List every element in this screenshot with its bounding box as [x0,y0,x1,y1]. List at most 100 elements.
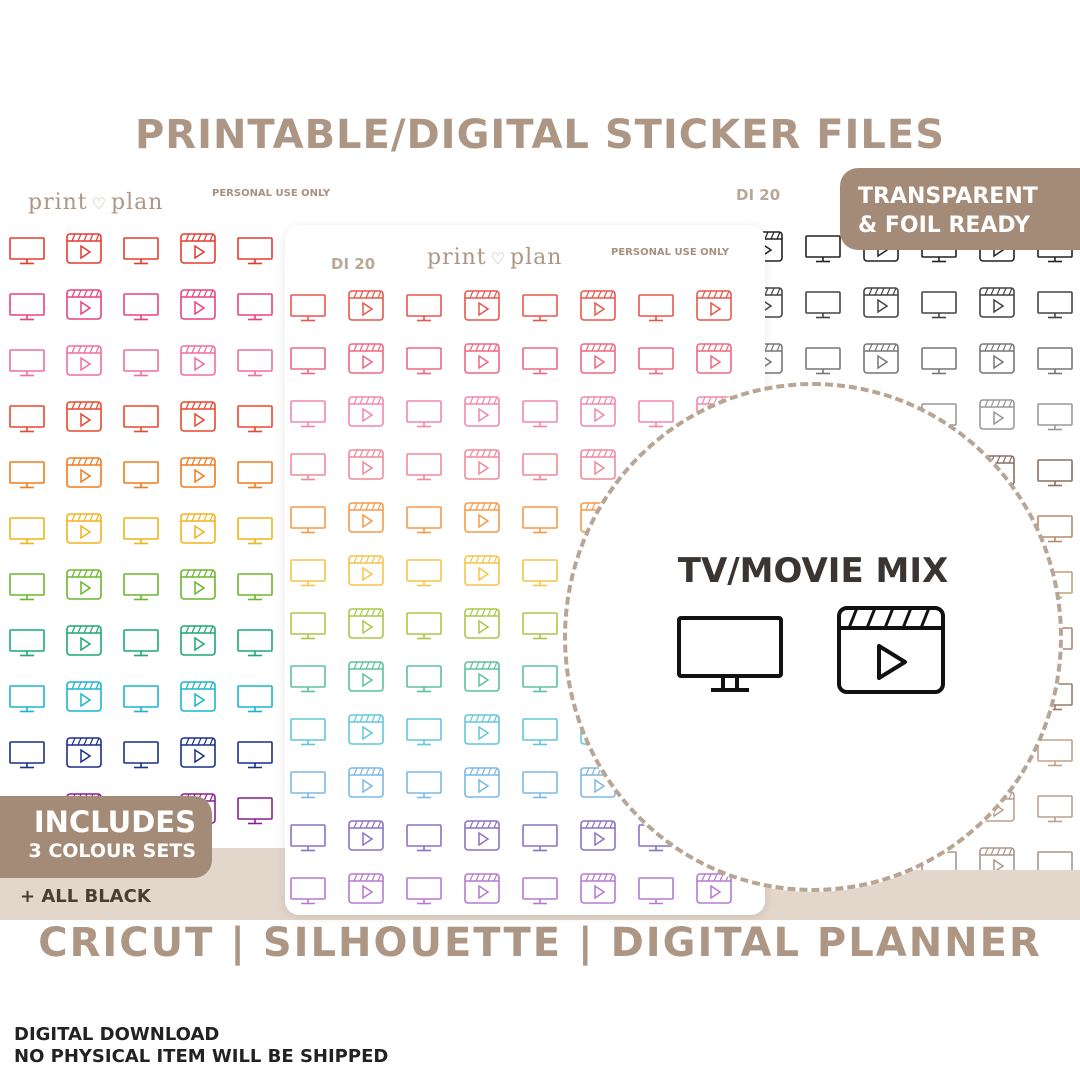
tv-sticker [522,771,558,799]
tv-sticker [522,877,558,905]
feature-title: TV/MOVIE MIX [677,551,949,591]
clapperboard-sticker [66,625,102,656]
tv-sticker [921,347,957,375]
sheet-code: DI 20 [736,186,781,204]
clapperboard-sticker [66,569,102,600]
tv-sticker [290,824,326,852]
clapperboard-sticker [979,287,1015,318]
clapperboard-sticker [580,396,616,427]
tv-sticker [123,237,159,265]
clapperboard-sticker [464,714,500,745]
tv-sticker [290,294,326,322]
tv-sticker [9,349,45,377]
clapperboard-sticker [348,343,384,374]
tv-sticker [123,293,159,321]
includes-badge: INCLUDES 3 COLOUR SETS [0,796,212,878]
tv-sticker [237,629,273,657]
clapperboard-sticker [66,345,102,376]
tv-sticker [290,400,326,428]
tv-sticker [123,517,159,545]
tv-sticker [638,877,674,905]
all-black-label: + ALL BLACK [20,886,151,907]
clapperboard-sticker [66,681,102,712]
clapperboard-sticker [66,233,102,264]
clapperboard-sticker [348,449,384,480]
tv-sticker [290,453,326,481]
tv-sticker [522,347,558,375]
sheet-brand: print♡plan [28,190,164,215]
clapperboard-sticker [348,608,384,639]
no-physical-item-label: NO PHYSICAL ITEM WILL BE SHIPPED [14,1046,389,1067]
clapperboard-sticker [66,737,102,768]
tv-sticker [406,400,442,428]
tv-sticker [522,612,558,640]
clapperboard-sticker [464,767,500,798]
transparent-label-line2: & FOIL READY [858,213,1031,238]
clapperboard-sticker [348,555,384,586]
clapperboard-sticker [863,287,899,318]
clapperboard-sticker [464,396,500,427]
clapperboard-sticker [464,873,500,904]
clapperboard-sticker [180,625,216,656]
tv-sticker [290,559,326,587]
clapperboard-sticker [180,513,216,544]
clapperboard-sticker [180,681,216,712]
clapperboard-sticker [348,873,384,904]
tv-sticker [522,665,558,693]
tv-sticker [805,235,841,263]
tv-sticker [638,294,674,322]
clapperboard-sticker [464,343,500,374]
tv-sticker [123,573,159,601]
clapperboard-sticker [979,399,1015,430]
clapperboard-sticker [348,290,384,321]
tv-sticker [1037,795,1073,823]
sheet-code: DI 20 [331,255,376,273]
tv-sticker [290,771,326,799]
tv-sticker [9,517,45,545]
clapperboard-sticker [464,290,500,321]
tv-sticker [638,347,674,375]
tv-sticker [522,294,558,322]
tv-sticker [406,824,442,852]
clapperboard-sticker [979,343,1015,374]
tv-sticker [406,665,442,693]
sticker-sheet-rainbow: print♡plan PERSONAL USE ONLY [0,168,330,848]
tv-sticker [237,685,273,713]
tv-sticker [123,461,159,489]
sheet-brand: print♡plan [427,245,563,270]
tv-sticker [522,453,558,481]
tv-sticker [1037,291,1073,319]
clapperboard-sticker [580,343,616,374]
tv-sticker [406,771,442,799]
clapperboard-sticker [464,661,500,692]
tv-sticker [406,877,442,905]
tv-sticker [9,237,45,265]
clapperboard-sticker [180,737,216,768]
clapperboard-sticker [180,569,216,600]
clapperboard-sticker [348,661,384,692]
feature-circle: TV/MOVIE MIX [563,382,1063,892]
sticker-icons [9,233,330,825]
clapperboard-sticker [348,714,384,745]
clapperboard-sticker [464,820,500,851]
clapperboard-sticker [464,502,500,533]
tv-sticker [406,559,442,587]
clapperboard-sticker [66,401,102,432]
tv-sticker [9,629,45,657]
clapperboard-sticker [580,873,616,904]
tv-sticker [290,347,326,375]
clapperboard-sticker [180,289,216,320]
transparent-badge: TRANSPARENT & FOIL READY [840,168,1080,250]
includes-label-line1: INCLUDES [33,805,196,839]
tv-sticker [805,347,841,375]
tv-sticker [290,612,326,640]
tv-sticker [9,293,45,321]
tv-sticker [522,506,558,534]
tv-sticker [1037,403,1073,431]
tv-sticker [290,506,326,534]
tv-sticker [1037,851,1073,870]
tv-sticker [9,573,45,601]
clapperboard-sticker [863,343,899,374]
tv-sticker [406,294,442,322]
tv-sticker [406,453,442,481]
